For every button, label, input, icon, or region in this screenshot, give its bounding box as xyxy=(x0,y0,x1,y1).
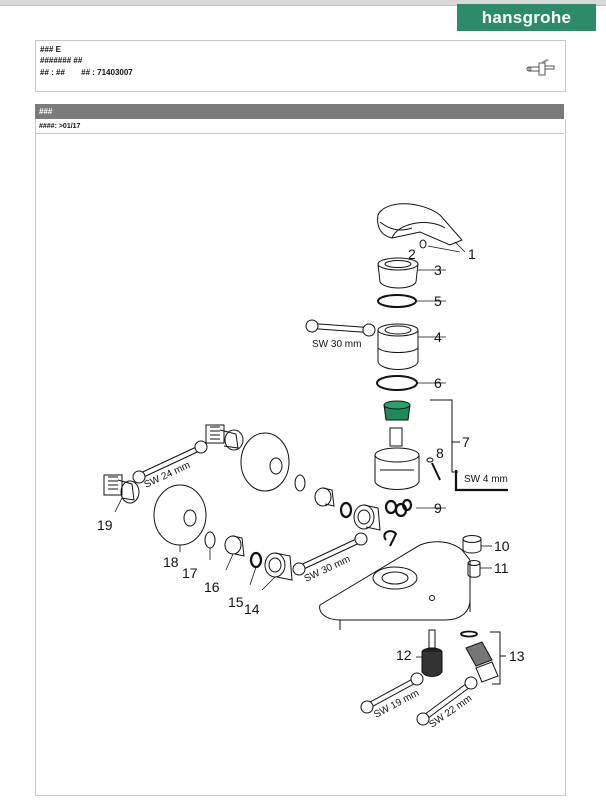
bracket-7 xyxy=(430,399,460,473)
part-s-union-upper xyxy=(205,424,244,451)
product-label-a: ## : ## xyxy=(40,68,65,77)
label-19: 19 xyxy=(97,517,113,533)
label-9: 9 xyxy=(434,500,442,516)
part-washer-upper xyxy=(294,474,306,492)
wrench-sw22-icon xyxy=(416,676,478,726)
wrench-sw30-top-icon xyxy=(305,319,376,337)
leader-lines xyxy=(114,241,492,658)
label-14: 14 xyxy=(244,601,260,617)
part-cartridge xyxy=(374,400,420,490)
part-clip xyxy=(383,530,398,547)
part-nut-4 xyxy=(377,323,419,370)
part-adapter-upper xyxy=(314,487,335,507)
wrench-sw19-icon xyxy=(360,672,424,714)
wrench-sw24-icon xyxy=(132,440,208,484)
label-sw4: SW 4 mm xyxy=(464,474,508,485)
section-header: ### xyxy=(35,104,564,119)
label-sw30-top: SW 30 mm xyxy=(312,339,361,350)
label-3: 3 xyxy=(434,262,442,278)
label-1: 1 xyxy=(468,246,476,262)
brand-logo: hansgrohe xyxy=(457,4,596,31)
section-title: ### xyxy=(39,107,53,116)
part-aerator-13 xyxy=(460,630,499,683)
part-screw-8 xyxy=(426,457,441,481)
product-header-box: ### E ####### ## ## : ## ## : 71403007 xyxy=(35,40,566,92)
part-adapter-16 xyxy=(224,535,245,557)
label-16: 16 xyxy=(204,579,220,595)
label-8: 8 xyxy=(436,445,444,461)
section-subtitle-row: ####: >01/17 xyxy=(35,121,564,134)
part-cylinder-11 xyxy=(467,560,481,578)
part-nut-upper xyxy=(353,504,381,531)
part-oring-6 xyxy=(376,375,418,391)
diagram-frame xyxy=(35,119,566,796)
product-line-2: ####### ## xyxy=(40,56,83,65)
part-cover-cap xyxy=(377,257,419,289)
label-6: 6 xyxy=(434,375,442,391)
part-diverter-12 xyxy=(421,629,443,677)
label-10: 10 xyxy=(494,538,510,554)
top-bar xyxy=(0,0,606,6)
bracket-13 xyxy=(490,631,506,685)
product-line-3: ## : ## ## : 71403007 xyxy=(40,68,133,77)
part-rosette-upper xyxy=(240,432,290,492)
label-11: 11 xyxy=(494,560,509,576)
part-screw-2 xyxy=(419,239,427,249)
product-label-b: ## : 71403007 xyxy=(81,68,133,77)
faucet-thumbnail-icon xyxy=(526,59,555,76)
label-12: 12 xyxy=(396,647,412,663)
part-lever-handle xyxy=(377,203,463,246)
label-13: 13 xyxy=(509,648,525,664)
part-oring-upper xyxy=(339,501,353,519)
label-5: 5 xyxy=(434,293,442,309)
label-15: 15 xyxy=(228,594,244,610)
part-seals-9 xyxy=(384,498,413,518)
label-7: 7 xyxy=(462,434,470,450)
part-s-union-19 xyxy=(103,474,140,504)
label-2: 2 xyxy=(408,246,416,262)
part-washer-17 xyxy=(204,531,216,549)
label-18: 18 xyxy=(163,554,179,570)
label-4: 4 xyxy=(434,329,442,345)
part-rosette-18 xyxy=(153,484,207,546)
product-line-1: ### E xyxy=(40,45,61,54)
section-subtitle: ####: >01/17 xyxy=(39,123,81,130)
part-oring-15 xyxy=(249,551,263,569)
wrench-sw30-mid-icon xyxy=(292,532,368,576)
part-spout-body xyxy=(319,541,471,630)
label-17: 17 xyxy=(182,565,198,581)
part-nut-14 xyxy=(264,552,293,581)
part-oring-5 xyxy=(377,294,417,308)
allen-key-icon xyxy=(454,470,508,492)
part-cap-10 xyxy=(462,535,482,554)
